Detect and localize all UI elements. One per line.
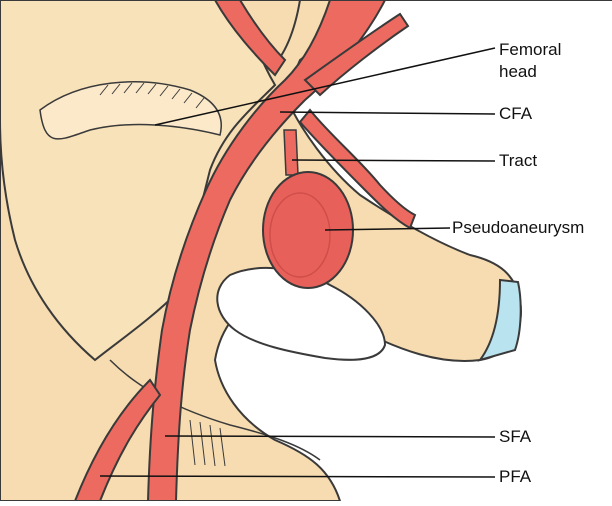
cartilage-tip xyxy=(477,278,522,362)
label-cfa: CFA xyxy=(499,104,533,123)
leader-tract xyxy=(291,159,496,162)
label-sfa: SFA xyxy=(499,427,532,446)
leader-femoral-head xyxy=(154,47,496,126)
label-tract: Tract xyxy=(499,151,538,170)
label-femoral-head-line1: Femoral xyxy=(499,40,562,59)
leader-cfa xyxy=(279,111,496,115)
upper-right-branch xyxy=(303,12,410,97)
descending-branch xyxy=(298,108,417,230)
femoral-head-contour xyxy=(39,81,222,140)
leader-pseudoaneurysm xyxy=(324,227,451,231)
lower-bone-contour xyxy=(109,359,321,461)
femoral-head-hatching xyxy=(99,82,205,109)
leader-pfa xyxy=(99,475,496,478)
label-femoral-head-line2: head xyxy=(499,62,537,81)
upper-branch xyxy=(213,0,287,77)
lower-hatching xyxy=(189,419,226,467)
tract xyxy=(283,129,299,176)
label-pfa: PFA xyxy=(499,467,532,486)
pseudoaneurysm-shading xyxy=(269,192,331,278)
label-pseudoaneurysm: Pseudoaneurysm xyxy=(452,218,585,237)
leader-sfa xyxy=(164,435,496,438)
